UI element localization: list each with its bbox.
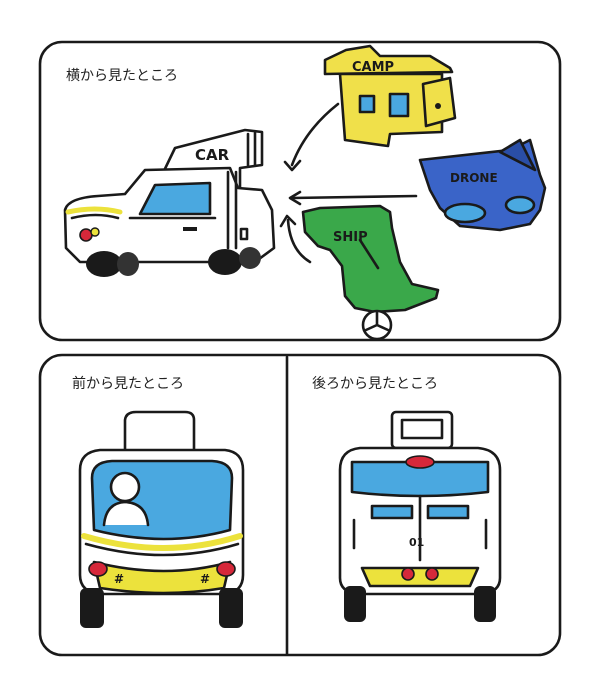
front-windshield	[90, 459, 234, 541]
ship-label: SHIP	[333, 230, 368, 245]
car-back-view: 01	[338, 410, 502, 622]
arrow-from-camp	[290, 102, 340, 167]
camp-window-right	[388, 92, 410, 118]
connection-arrows	[279, 102, 418, 264]
front-back-panel	[38, 353, 562, 657]
ship-module: SHIP	[301, 204, 440, 341]
front-light-left	[88, 561, 108, 577]
drone-module: DRONE	[418, 138, 547, 232]
driver-body	[102, 500, 150, 527]
car-front-wheel	[86, 251, 122, 277]
car-side-window	[138, 181, 212, 216]
ship-hull	[301, 204, 440, 314]
front-stripe	[81, 533, 243, 551]
front-grille-left: #	[114, 572, 124, 586]
side-view-panel	[38, 40, 562, 342]
back-brake-light	[405, 455, 435, 469]
car-side-vehicle: CAR	[63, 128, 276, 277]
front-grille-right: #	[200, 572, 210, 586]
arrow-from-drone	[290, 194, 418, 200]
car-front-view: # #	[78, 410, 245, 628]
camp-door	[421, 76, 457, 128]
back-door-window-right	[426, 504, 470, 520]
back-window	[350, 460, 490, 498]
front-wheel-right	[219, 588, 243, 628]
drone-propeller-right	[504, 195, 536, 215]
front-light-right	[216, 561, 236, 577]
front-bumper	[92, 560, 232, 595]
back-light-left	[401, 567, 415, 581]
back-light-right	[425, 567, 439, 581]
back-bumper	[360, 566, 480, 588]
camp-window-left	[358, 94, 376, 114]
back-wheel-left	[344, 586, 366, 622]
back-door-window-left	[370, 504, 414, 520]
camp-label: CAMP	[352, 60, 394, 75]
back-markings: 01	[409, 536, 424, 549]
car-headlight	[79, 228, 93, 242]
car-label: CAR	[195, 146, 230, 164]
camp-module: CAMP	[323, 44, 457, 148]
car-rear-wheel	[208, 249, 242, 275]
drone-label: DRONE	[450, 171, 498, 185]
arrow-from-ship	[286, 218, 312, 264]
front-roof-module	[123, 410, 196, 457]
front-view-title: 前から見たところ	[72, 375, 184, 392]
side-view-title: 横から見たところ	[66, 68, 178, 84]
drone-propeller-left	[443, 202, 487, 224]
front-wheel-left	[80, 588, 104, 628]
driver-head	[109, 471, 141, 503]
back-wheel-right	[474, 586, 496, 622]
back-view-title: 後ろから見たところ	[312, 376, 438, 392]
